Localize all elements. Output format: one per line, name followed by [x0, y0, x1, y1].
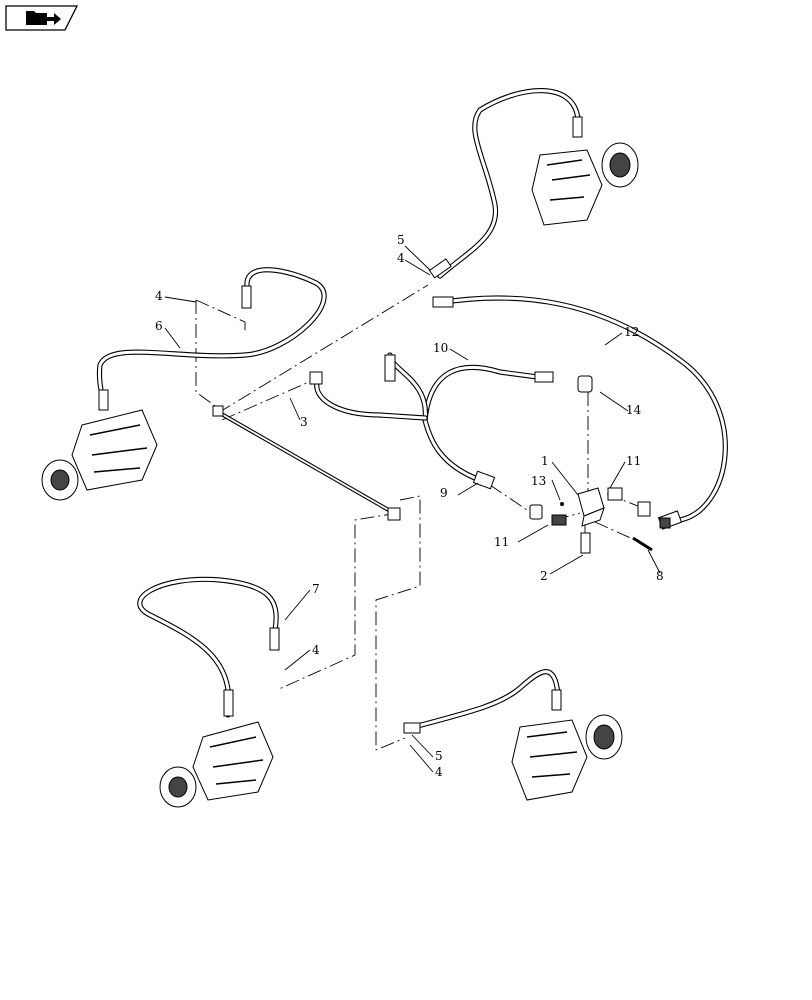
hose-7 — [137, 576, 279, 718]
motor-left — [41, 409, 158, 501]
hose-6 — [96, 267, 327, 408]
folder-arrow-icon — [26, 11, 61, 25]
callout-3: 3 — [300, 415, 308, 429]
callout-6: 6 — [155, 319, 163, 333]
callout-1: 1 — [541, 454, 549, 468]
callout-5-bottom: 5 — [435, 749, 443, 763]
callout-10: 10 — [433, 341, 448, 355]
callout-9: 9 — [440, 486, 448, 500]
motor-top-right — [531, 142, 639, 226]
callout-11-left: 11 — [494, 535, 509, 549]
motor-bottom-right — [511, 714, 623, 801]
callout-11-right: 11 — [626, 454, 641, 468]
folder-nav-button[interactable] — [5, 5, 79, 31]
hose-3 — [314, 375, 428, 421]
alignment-lines — [195, 284, 639, 751]
leader-lines — [164, 245, 661, 773]
callout-12: 12 — [624, 325, 639, 339]
callout-7: 7 — [312, 582, 320, 596]
callout-14: 14 — [626, 403, 642, 417]
callout-13: 13 — [531, 474, 546, 488]
hose-4-5-bottom — [407, 669, 561, 731]
callout-8: 8 — [656, 569, 664, 583]
valve-block-1 — [577, 487, 605, 527]
hose-10 — [422, 364, 548, 423]
motor-bottom-left — [159, 721, 274, 808]
fittings-11-13-2-8 — [529, 487, 671, 554]
callout-4-top: 4 — [397, 251, 405, 265]
tube-3 — [217, 410, 393, 514]
callout-4-mid: 4 — [312, 643, 320, 657]
hose-4-5-top — [437, 88, 581, 279]
hose-fittings — [98, 116, 683, 734]
hose-12 — [435, 295, 728, 523]
callout-4-left: 4 — [155, 289, 163, 303]
callout-4-bottom: 4 — [435, 765, 443, 779]
callout-2: 2 — [540, 569, 548, 583]
callout-5-top: 5 — [397, 233, 405, 247]
callout-labels: 5 4 4 6 3 10 12 14 1 11 13 9 11 2 8 7 4 … — [155, 233, 664, 779]
